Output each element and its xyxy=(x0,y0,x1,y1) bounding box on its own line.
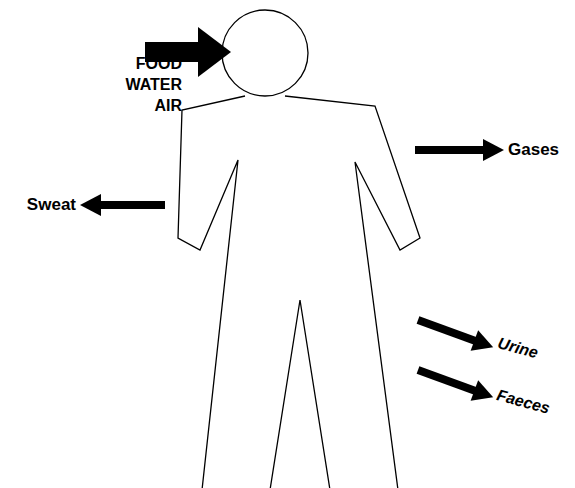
body-outline xyxy=(178,10,420,488)
flow-label: AIR xyxy=(154,97,182,115)
flow-label: WATER xyxy=(125,76,182,94)
flow-label: Gases xyxy=(508,140,559,160)
flow-label: Urine xyxy=(496,334,540,362)
flow-label: Sweat xyxy=(27,195,76,215)
flow-arrows xyxy=(80,27,504,408)
flow-label: FOOD xyxy=(136,55,182,73)
flow-label: Faeces xyxy=(495,386,552,418)
